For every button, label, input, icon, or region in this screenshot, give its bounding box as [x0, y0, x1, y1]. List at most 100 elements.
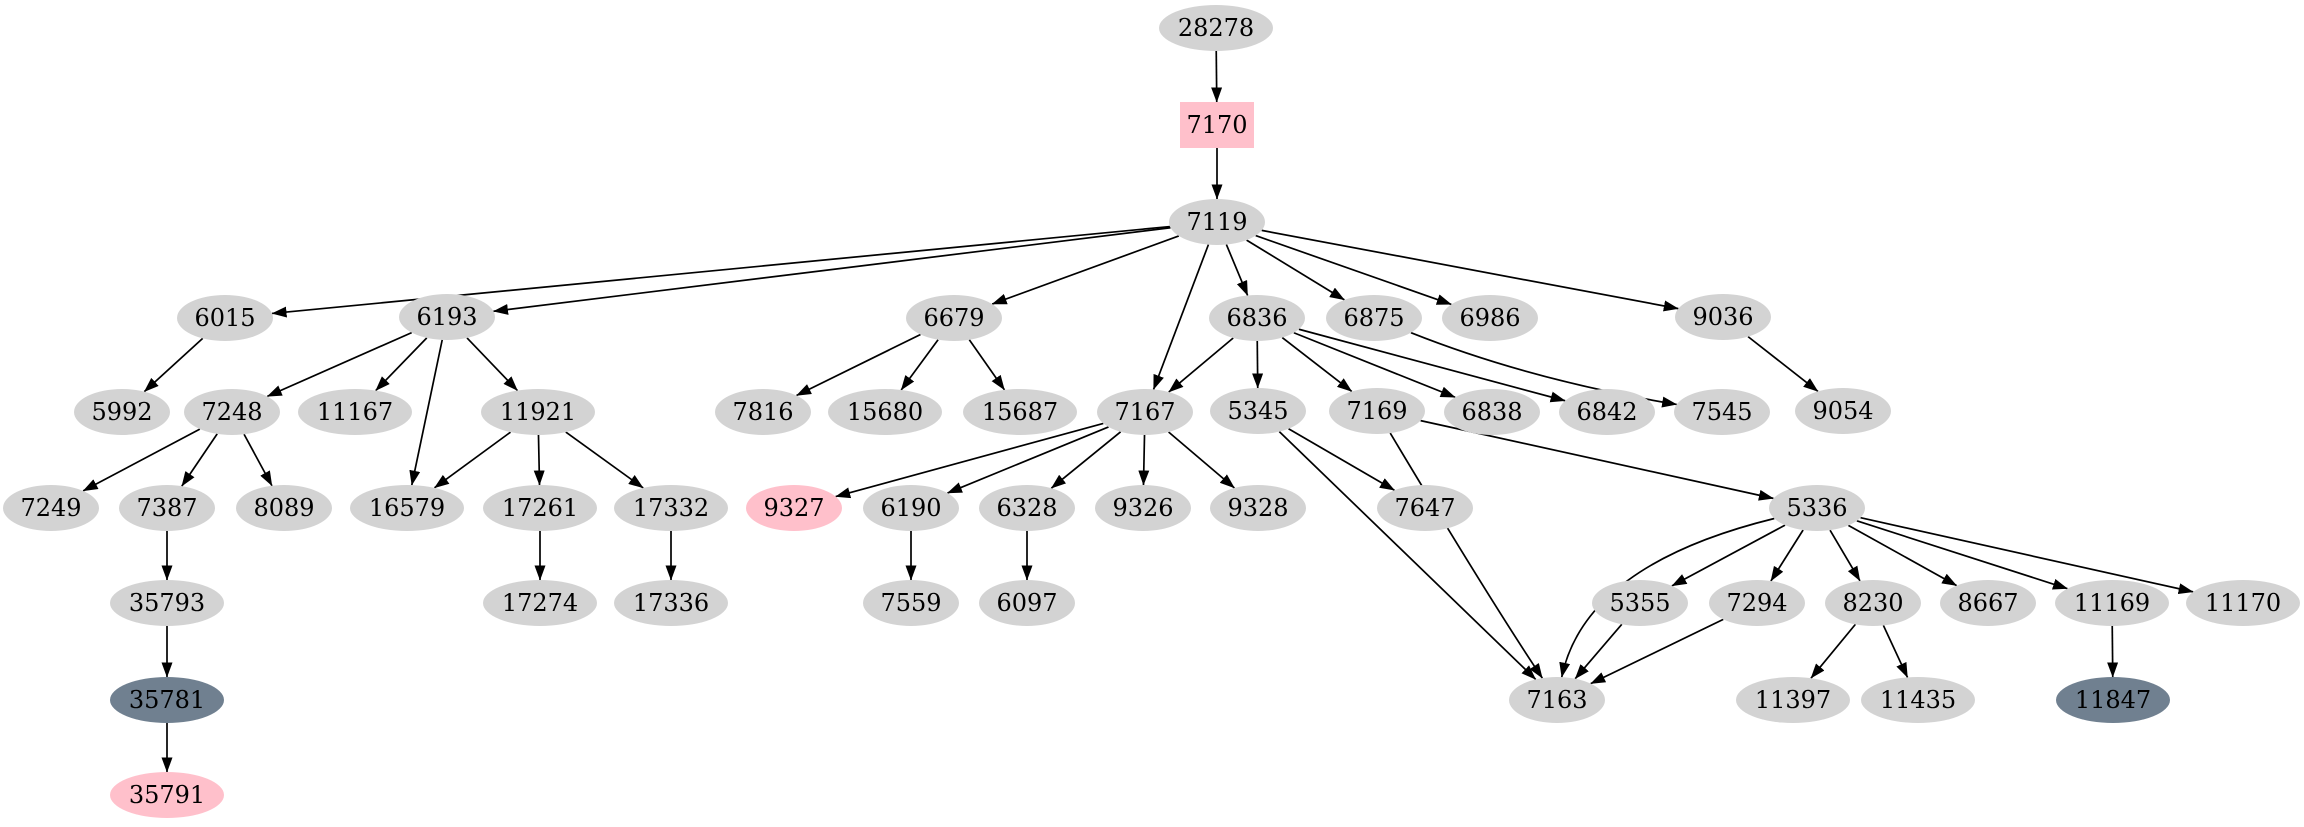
node-label-11847: 11847 [2075, 686, 2151, 714]
node-ellipse-6193 [399, 294, 495, 340]
graph-node-8230: 8230 [1825, 580, 1921, 626]
edge-7119-9036 [1261, 229, 1679, 312]
edge-5336-7294 [1770, 529, 1804, 582]
node-label-6679: 6679 [923, 304, 984, 332]
edge-7167-9328 [1168, 431, 1235, 489]
edge-6193-11921 [466, 337, 519, 392]
node-ellipse-35781 [110, 677, 224, 723]
node-ellipse-6986 [1442, 295, 1538, 341]
edge-5345-7647 [1288, 428, 1395, 491]
node-ellipse-11397 [1736, 677, 1850, 723]
edge-6193-16579 [409, 339, 444, 486]
node-ellipse-7559 [863, 580, 959, 626]
node-label-6875: 6875 [1343, 304, 1404, 332]
graph-node-7248: 7248 [184, 389, 280, 435]
edge-7167-9326 [1138, 434, 1150, 486]
node-label-35793: 35793 [129, 589, 205, 617]
edge-7119-6015 [271, 225, 1171, 318]
graph-node-15687: 15687 [963, 389, 1077, 435]
edge-6015-5992 [143, 337, 204, 393]
graph-node-6986: 6986 [1442, 295, 1538, 341]
edge-7119-7167 [1152, 244, 1210, 390]
edge-5345-7163 [1278, 430, 1537, 681]
edge-5336-8667 [1847, 524, 1958, 587]
graph-node-15680: 15680 [828, 389, 942, 435]
edge-28278-7170 [1211, 50, 1223, 103]
node-ellipse-6842 [1559, 389, 1655, 435]
node-label-17332: 17332 [633, 494, 709, 522]
node-ellipse-9327 [746, 485, 842, 531]
node-ellipse-11170 [2186, 580, 2300, 626]
node-ellipse-17274 [483, 580, 597, 626]
node-ellipse-15680 [828, 389, 942, 435]
node-label-16579: 16579 [369, 494, 445, 522]
graph-node-28278: 28278 [1159, 5, 1273, 51]
node-label-6097: 6097 [996, 589, 1057, 617]
node-ellipse-8089 [236, 485, 332, 531]
node-ellipse-7163 [1509, 677, 1605, 723]
graph-node-11170: 11170 [2186, 580, 2300, 626]
node-ellipse-7248 [184, 389, 280, 435]
graph-node-11167: 11167 [298, 389, 412, 435]
node-label-7559: 7559 [880, 589, 941, 617]
graph-node-7816: 7816 [715, 389, 811, 435]
graph-node-11169: 11169 [2055, 580, 2169, 626]
edge-7119-6875 [1246, 239, 1345, 301]
node-ellipse-35791 [110, 772, 224, 818]
graph-node-6015: 6015 [177, 295, 273, 341]
edge-7248-7249 [82, 428, 201, 492]
graph-node-17332: 17332 [614, 485, 728, 531]
graph-node-5355: 5355 [1592, 580, 1688, 626]
edge-7119-6836 [1225, 244, 1249, 296]
edge-7167-9327 [835, 422, 1104, 499]
node-label-9326: 9326 [1112, 494, 1173, 522]
node-ellipse-6679 [906, 295, 1002, 341]
node-label-11921: 11921 [500, 398, 576, 426]
node-label-6193: 6193 [416, 303, 477, 331]
graph-node-11435: 11435 [1861, 677, 1975, 723]
node-ellipse-6328 [979, 485, 1075, 531]
node-ellipse-35793 [110, 580, 224, 626]
node-label-7647: 7647 [1394, 494, 1455, 522]
node-label-9328: 9328 [1227, 494, 1288, 522]
graph-node-35793: 35793 [110, 580, 224, 626]
graph-node-17336: 17336 [614, 580, 728, 626]
graph-node-17274: 17274 [483, 580, 597, 626]
edge-6836-7169 [1281, 336, 1353, 393]
edge-6836-5345 [1252, 340, 1264, 389]
node-label-11170: 11170 [2205, 589, 2281, 617]
edge-5336-5355 [1671, 524, 1786, 587]
edge-11169-11847 [2107, 625, 2119, 678]
node-label-6836: 6836 [1226, 304, 1287, 332]
graph-node-9327: 9327 [746, 485, 842, 531]
edge-5336-8230 [1829, 529, 1861, 582]
node-ellipse-6838 [1444, 389, 1540, 435]
node-ellipse-7647 [1377, 485, 1473, 531]
graph-node-5345: 5345 [1210, 388, 1306, 434]
edges-layer [82, 50, 2194, 773]
node-label-6015: 6015 [194, 304, 255, 332]
node-ellipse-5992 [74, 389, 170, 435]
node-ellipse-11435 [1861, 677, 1975, 723]
edge-7167-6190 [946, 426, 1109, 494]
edge-6836-7167 [1168, 337, 1234, 393]
node-label-15687: 15687 [982, 398, 1058, 426]
node-label-7248: 7248 [201, 398, 262, 426]
graph-node-7387: 7387 [119, 485, 215, 531]
node-label-5992: 5992 [91, 398, 152, 426]
graph-node-7294: 7294 [1709, 580, 1805, 626]
edge-11921-16579 [433, 431, 512, 489]
node-ellipse-7816 [715, 389, 811, 435]
graph-node-6328: 6328 [979, 485, 1075, 531]
node-ellipse-7387 [119, 485, 215, 531]
node-ellipse-15687 [963, 389, 1077, 435]
node-ellipse-17332 [614, 485, 728, 531]
node-label-15680: 15680 [847, 398, 923, 426]
node-ellipse-17261 [483, 485, 597, 531]
edge-7119-6679 [991, 235, 1180, 305]
edge-8230-11435 [1882, 625, 1909, 678]
edge-7248-7387 [181, 433, 218, 487]
node-label-6328: 6328 [996, 494, 1057, 522]
